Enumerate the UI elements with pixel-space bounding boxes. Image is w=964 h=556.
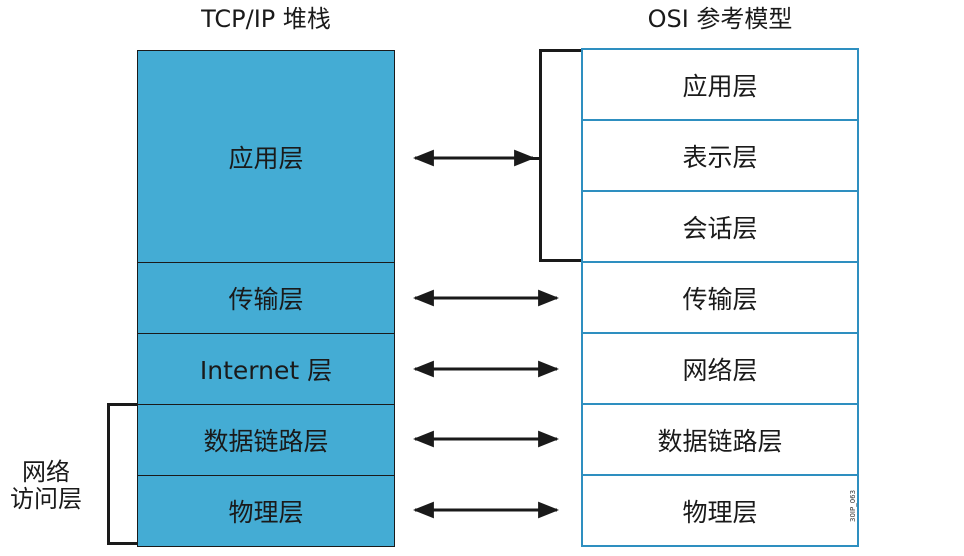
osi-layer-application: 应用层 [583, 50, 857, 119]
tcp-ip-stack: 应用层 传输层 Internet 层 数据链路层 物理层 [137, 50, 395, 547]
osi-layer-transport: 传输层 [583, 263, 857, 332]
tcp-ip-stack-title: TCP/IP 堆栈 [201, 5, 331, 33]
osi-layer-network: 网络层 [583, 334, 857, 403]
tcp-layer-application: 应用层 [138, 51, 394, 263]
network-access-bracket [107, 403, 137, 545]
network-access-label-line-2: 访问层 [10, 485, 82, 513]
tcp-layer-physical: 物理层 [138, 476, 394, 547]
osi-layer-presentation: 表示层 [583, 121, 857, 190]
osi-layer-session: 会话层 [583, 192, 857, 261]
tcp-layer-internet: Internet 层 [138, 334, 394, 405]
tcp-layer-data-link: 数据链路层 [138, 405, 394, 476]
osi-layer-data-link: 数据链路层 [583, 405, 857, 474]
osi-layer-physical: 物理层 [583, 476, 857, 545]
network-access-layer-label: 网络 访问层 [0, 459, 92, 513]
tcp-layer-transport: 传输层 [138, 263, 394, 334]
network-access-label-line-1: 网络 [22, 458, 70, 486]
osi-upper-layers-bracket [539, 49, 581, 262]
osi-model-stack: 应用层 表示层 会话层 传输层 网络层 数据链路层 物理层 [581, 48, 859, 547]
osi-model-title: OSI 参考模型 [647, 5, 793, 33]
